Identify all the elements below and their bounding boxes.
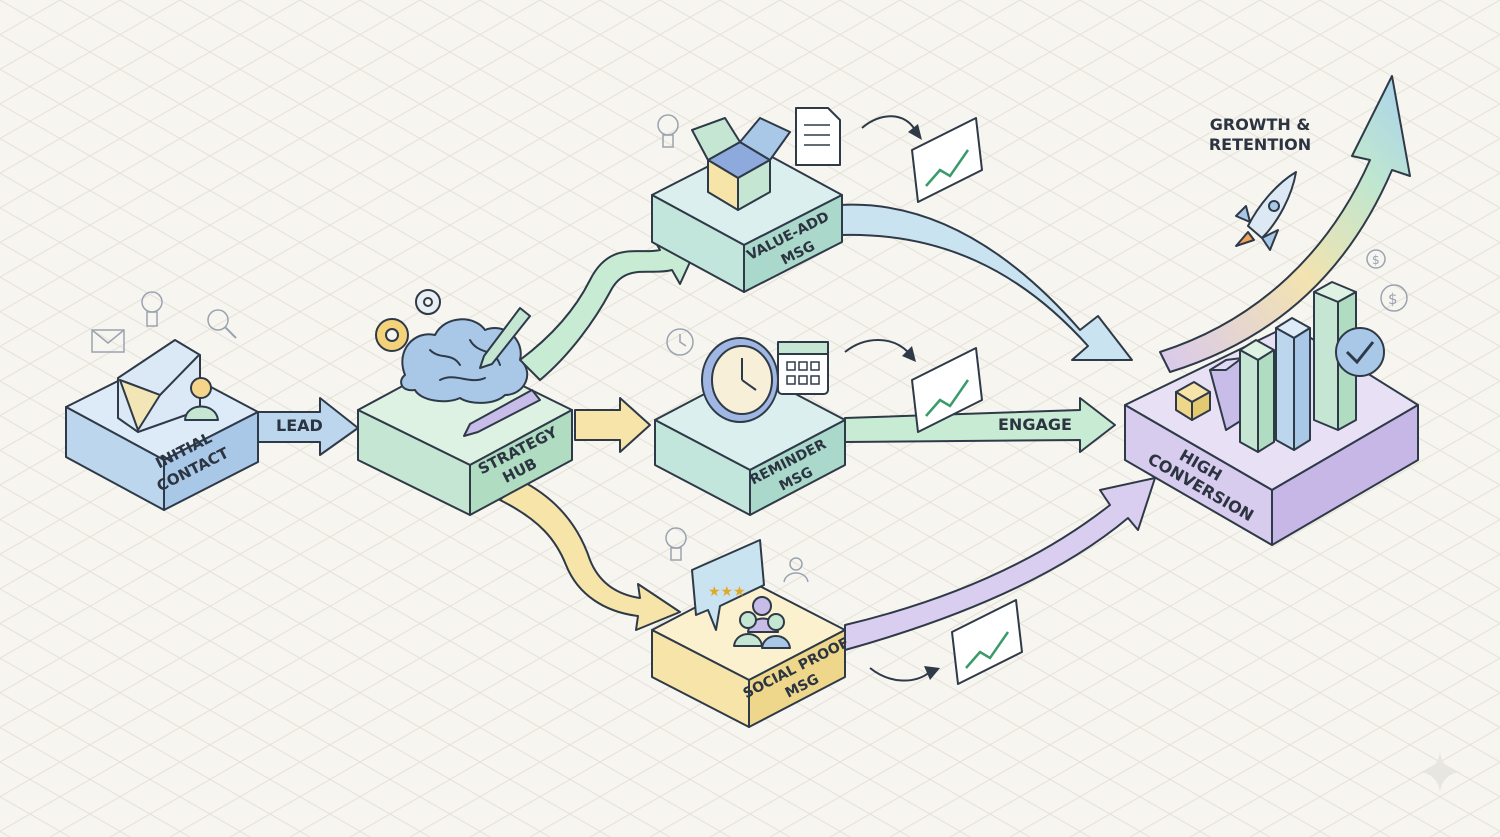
person-icon — [184, 377, 219, 421]
people-icon — [733, 596, 791, 649]
checkmark-icon — [1335, 327, 1385, 377]
pencil-icon — [463, 389, 541, 437]
growth-line1: GROWTH & — [1210, 115, 1311, 134]
lead-label: LEAD — [276, 416, 323, 435]
gear-icon — [375, 318, 409, 352]
magnifier-icon — [207, 309, 237, 339]
arrow-engage — [844, 397, 1116, 453]
bar-chart-icon — [1175, 281, 1357, 453]
growth-arrow — [1159, 75, 1411, 373]
lightbulb-icon — [657, 114, 679, 148]
arrowhead-icon — [908, 124, 922, 140]
lightbulb-icon — [141, 291, 163, 327]
node-strategy-hub[interactable]: STRATEGY HUB — [357, 289, 573, 516]
svg-text:$: $ — [1372, 253, 1380, 267]
pencil-icon — [479, 307, 531, 369]
people-icon — [783, 557, 809, 583]
svg-text:$: $ — [1388, 290, 1398, 308]
calendar-icon — [777, 341, 829, 395]
arrow-hub-to-reminder — [574, 397, 651, 453]
lightbulb-icon — [665, 527, 687, 561]
dollar-icon: $ — [1380, 284, 1408, 312]
node-social-proof[interactable]: ★★★ SOCIAL PROOF MSG — [651, 539, 852, 728]
node-initial-contact[interactable]: INITIAL CONTACT — [65, 339, 259, 511]
chart-card-icon — [911, 117, 983, 203]
arrow-social-to-conversion — [844, 477, 1156, 651]
node-reminder[interactable]: REMINDER MSG — [654, 337, 846, 516]
arrow-lead — [254, 397, 359, 456]
document-icon — [795, 107, 841, 166]
box-icon — [691, 117, 791, 211]
chart-card-icon — [911, 347, 983, 433]
arrowhead-icon — [924, 666, 940, 680]
clock-icon — [701, 337, 779, 423]
arrow-value-to-conversion — [839, 203, 1133, 361]
rocket-icon — [1235, 171, 1297, 251]
chart-card-icon — [951, 599, 1023, 685]
curved-arrow-icon — [869, 667, 931, 682]
node-value-add[interactable]: VALUE-ADD MSG — [651, 117, 843, 293]
sparkle-icon — [1420, 752, 1460, 792]
arrow-hub-to-social — [499, 479, 681, 631]
arrowhead-icon — [902, 346, 916, 362]
dollar-icon: $ — [1366, 249, 1386, 269]
engage-label: ENGAGE — [998, 415, 1072, 434]
rating-bubble-icon: ★★★ — [691, 539, 765, 631]
curved-arrow-icon — [861, 115, 916, 131]
gear-icon — [415, 289, 441, 315]
star-icon: ★★★ — [708, 584, 746, 600]
envelope-icon — [91, 329, 125, 353]
clock-icon — [666, 328, 694, 356]
curved-arrow-icon — [844, 339, 909, 353]
growth-line2: RETENTION — [1209, 135, 1311, 154]
